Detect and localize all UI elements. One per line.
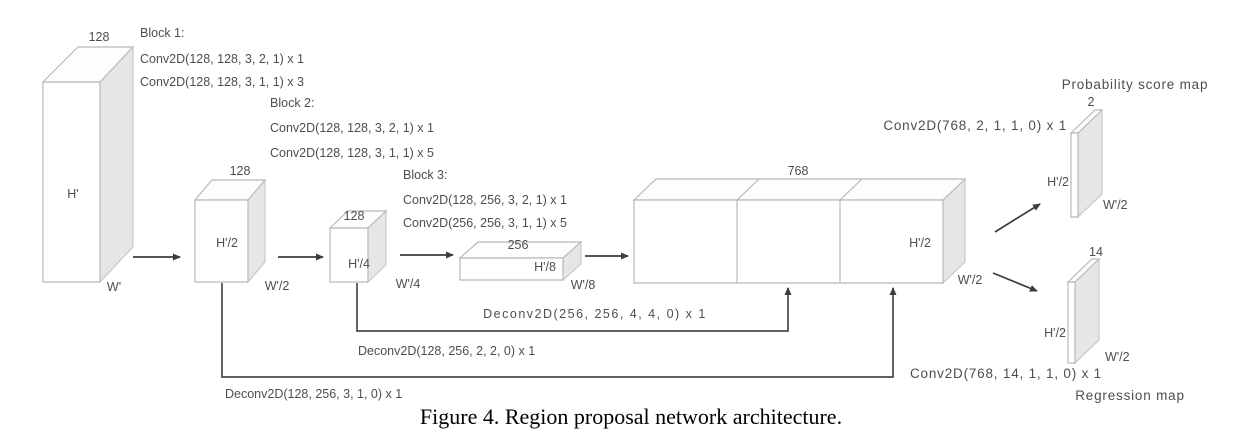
block2-out-height-label: H'/4 <box>348 257 370 271</box>
input-channels-label: 128 <box>89 30 110 44</box>
block1-output-box <box>193 178 267 284</box>
box-front-face <box>1070 132 1079 218</box>
block1-title: Block 1: <box>140 26 184 40</box>
deconv-block2-op-label: Deconv2D(128, 256, 2, 2, 0) x 1 <box>358 344 535 358</box>
block3-title: Block 3: <box>403 168 447 182</box>
figure-caption: Figure 4. Region proposal network archit… <box>420 404 842 429</box>
deconv-block3-op-label: Deconv2D(256, 256, 4, 4, 0) x 1 <box>483 307 707 321</box>
skip-path-block1-deconv <box>221 283 897 378</box>
block1-out-height-label: H'/2 <box>216 236 238 250</box>
box-front-face <box>42 81 101 283</box>
block3-out-height-label: H'/8 <box>534 260 556 274</box>
box-side-face <box>99 45 134 284</box>
box-front-face <box>633 199 944 284</box>
skip-path-block2-deconv <box>356 283 792 332</box>
regression-map-box <box>1066 257 1101 365</box>
input-width-label: W' <box>107 280 121 294</box>
input-height-label: H' <box>67 187 78 201</box>
block1-out-channels-label: 128 <box>230 164 251 178</box>
probability-height-label: H'/2 <box>1047 175 1069 189</box>
block3-conv1-label: Conv2D(128, 256, 3, 2, 1) x 1 <box>403 193 567 207</box>
block2-title: Block 2: <box>270 96 314 110</box>
box-top-face <box>632 178 967 201</box>
probability-width-label: W'/2 <box>1103 198 1128 212</box>
block3-out-width-label: W'/8 <box>571 278 596 292</box>
concat-divider-2-top <box>839 178 863 201</box>
box-front-face <box>1067 281 1076 364</box>
block3-output-box <box>458 240 583 282</box>
concat-divider-1-top <box>736 178 760 201</box>
probability-map-box <box>1069 108 1104 219</box>
regression-width-label: W'/2 <box>1105 350 1130 364</box>
box-front-face <box>194 199 249 283</box>
conv-regression-op-label: Conv2D(768, 14, 1, 1, 0) x 1 <box>910 366 1102 381</box>
conv-probability-op-label: Conv2D(768, 2, 1, 1, 0) x 1 <box>883 118 1067 133</box>
probability-channels-label: 2 <box>1088 95 1095 109</box>
block3-conv2-label: Conv2D(256, 256, 3, 1, 1) x 5 <box>403 216 567 230</box>
block2-output-box <box>328 209 388 284</box>
deconv-block1-op-label: Deconv2D(128, 256, 3, 1, 0) x 1 <box>225 387 402 401</box>
regression-map-title: Regression map <box>1075 388 1185 403</box>
concat-tensor-box <box>632 177 967 285</box>
block2-out-channels-label: 128 <box>344 209 365 223</box>
concat-width-label: W'/2 <box>958 273 983 287</box>
block2-conv1-label: Conv2D(128, 128, 3, 2, 1) x 1 <box>270 121 434 135</box>
regression-height-label: H'/2 <box>1044 326 1066 340</box>
arrow-concat-to-regression <box>992 272 1038 292</box>
input-tensor-box <box>41 45 135 284</box>
block3-out-channels-label: 256 <box>508 238 529 252</box>
arrow-concat-to-probability <box>994 203 1041 233</box>
box-front-face <box>459 257 564 281</box>
block1-out-width-label: W'/2 <box>265 279 290 293</box>
probability-map-title: Probability score map <box>1062 77 1209 92</box>
block2-conv2-label: Conv2D(128, 128, 3, 1, 1) x 5 <box>270 146 434 160</box>
concat-channels-label: 768 <box>788 164 809 178</box>
concat-height-label: H'/2 <box>909 236 931 250</box>
regression-channels-label: 14 <box>1089 245 1103 259</box>
box-front-face <box>329 227 369 283</box>
block1-conv1-label: Conv2D(128, 128, 3, 2, 1) x 1 <box>140 52 304 66</box>
block2-out-width-label: W'/4 <box>396 277 421 291</box>
block1-conv2-label: Conv2D(128, 128, 3, 1, 1) x 3 <box>140 75 304 89</box>
